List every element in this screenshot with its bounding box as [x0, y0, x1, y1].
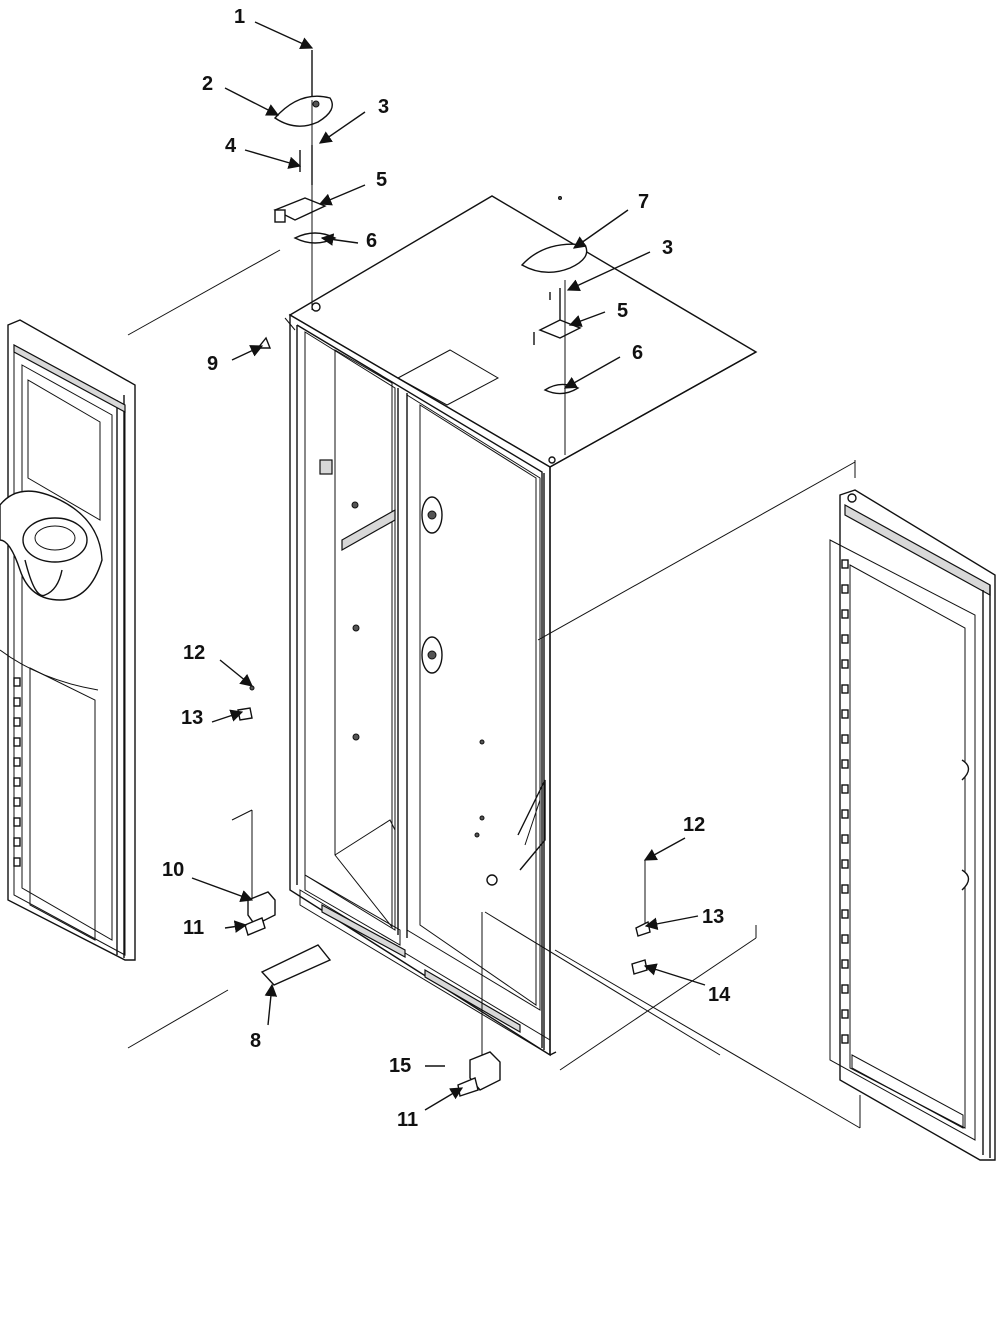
callout-3-right: 3 [662, 237, 673, 259]
callout-15: 15 [389, 1055, 411, 1077]
door-rail-holes [13, 677, 21, 867]
callout-7: 7 [638, 191, 649, 213]
callout-11-left: 11 [183, 917, 204, 939]
top-hinge-left-parts [273, 50, 337, 310]
callout-3-left: 3 [378, 96, 389, 118]
lower-hinge-parts [231, 336, 651, 1097]
callout-5-right: 5 [617, 300, 628, 322]
callout-12-left: 12 [183, 642, 205, 664]
callout-9: 9 [207, 353, 218, 375]
callout-5-left: 5 [376, 169, 387, 191]
callout-13-right: 13 [702, 906, 724, 928]
callout-8: 8 [250, 1030, 261, 1052]
top-hinge-right-parts [520, 196, 588, 455]
callout-12-right: 12 [683, 814, 705, 836]
callout-labels: 1 2 3 4 5 6 7 3 5 6 9 12 13 10 11 8 12 1… [162, 6, 731, 1131]
freezer-door [0, 319, 136, 961]
callout-leaders [191, 21, 706, 1111]
callout-13-left: 13 [181, 707, 203, 729]
callout-6-right: 6 [632, 342, 643, 364]
callout-14: 14 [708, 984, 731, 1006]
callout-6-left: 6 [366, 230, 377, 252]
fresh-food-door [829, 489, 996, 1161]
construction-lines [127, 249, 861, 1129]
callout-4: 4 [225, 135, 237, 157]
callout-11-right: 11 [397, 1109, 418, 1131]
callout-1: 1 [234, 6, 245, 28]
callout-10: 10 [162, 859, 184, 881]
cabinet [288, 195, 758, 1057]
door-rail-holes-right [841, 559, 849, 1044]
callout-2: 2 [202, 73, 213, 95]
